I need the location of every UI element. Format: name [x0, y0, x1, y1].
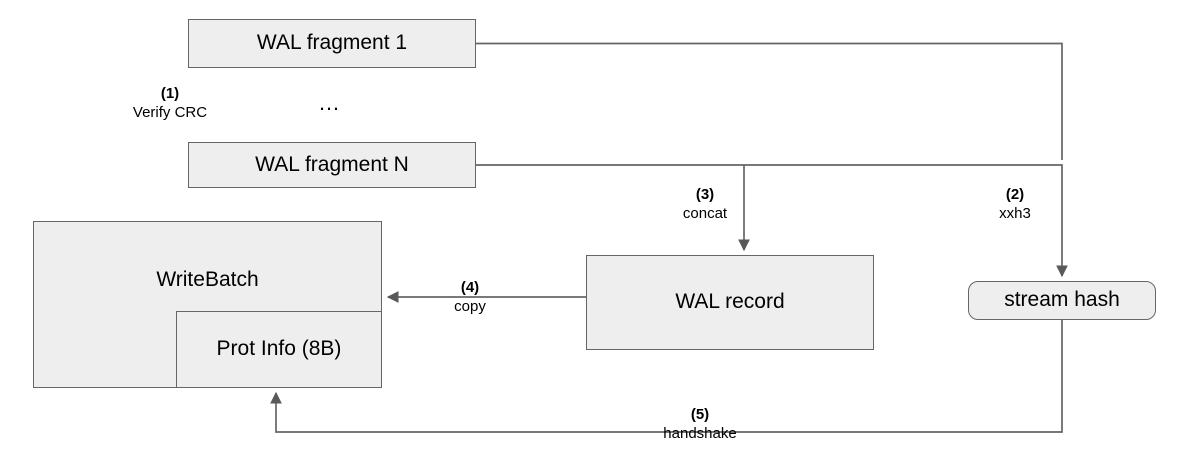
edge-label-2-text: xxh3: [999, 204, 1031, 222]
edge-frag1-to-rail: [476, 42, 1063, 160]
node-wal-fragment-1-label: WAL fragment 1: [256, 31, 408, 55]
edge-label-3-number: (3): [695, 186, 715, 203]
edge-label-1-number: (1): [160, 85, 180, 102]
edge-label-2-number: (2): [1005, 186, 1025, 203]
node-wal-fragment-1[interactable]: WAL fragment 1: [188, 19, 476, 68]
node-prot-info-label: Prot Info (8B): [216, 337, 342, 361]
node-wal-fragment-n[interactable]: WAL fragment N: [188, 142, 476, 188]
node-stream-hash-label: stream hash: [1004, 288, 1120, 312]
edge-fragn-to-streamhash: [476, 164, 1068, 278]
edge-label-4-copy: (4) copy: [415, 279, 525, 317]
node-prot-info[interactable]: Prot Info (8B): [176, 311, 382, 388]
edge-label-2-xxh3: (2) xxh3: [960, 186, 1070, 224]
node-wal-fragment-n-label: WAL fragment N: [255, 152, 409, 176]
edge-label-4-text: copy: [454, 297, 486, 315]
node-wal-record-label: WAL record: [675, 290, 785, 314]
node-stream-hash[interactable]: stream hash: [968, 281, 1156, 320]
edge-label-1-text: Verify CRC: [132, 103, 208, 121]
edge-label-3-text: concat: [682, 204, 728, 222]
edge-label-5-text: handshake: [663, 424, 737, 442]
edge-handshake-to-protinfo: [270, 320, 1063, 433]
node-wal-record[interactable]: WAL record: [586, 255, 874, 350]
edge-label-1-verify-crc: (1) Verify CRC: [110, 85, 230, 123]
node-writebatch-label: WriteBatch: [156, 268, 259, 291]
fragments-ellipsis: …: [318, 90, 342, 115]
edge-label-5-number: (5): [690, 406, 710, 423]
edge-label-4-number: (4): [460, 279, 480, 296]
edge-label-3-concat: (3) concat: [650, 186, 760, 224]
edge-label-5-handshake: (5) handshake: [620, 406, 780, 444]
